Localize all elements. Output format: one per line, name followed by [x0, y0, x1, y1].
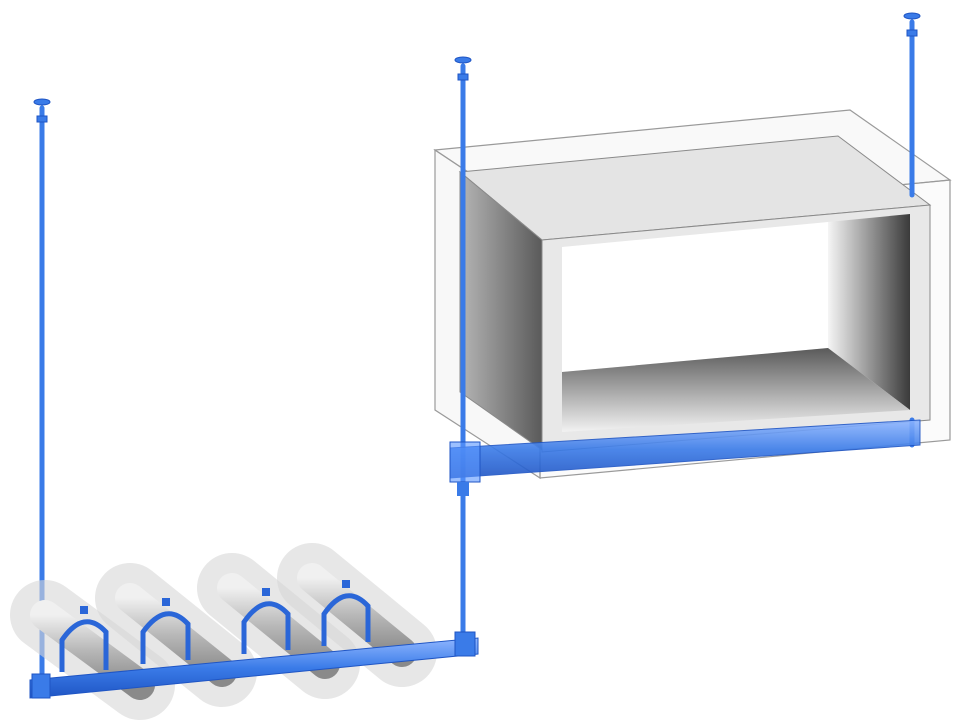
duct-opening — [562, 222, 828, 372]
clamp-icon — [59, 619, 109, 672]
pipe-2 — [95, 563, 257, 707]
lower-strut-channel — [29, 631, 479, 699]
rectangular-duct — [458, 135, 932, 453]
pipe-clamps — [59, 593, 371, 672]
clamp-icon — [241, 601, 291, 654]
anchor-icon — [903, 12, 921, 20]
pipe-3 — [197, 553, 360, 699]
anchor-icon — [33, 98, 51, 106]
upper-strut-channel — [449, 419, 921, 496]
insulated-pipes — [10, 543, 437, 720]
clamp-icon — [140, 611, 191, 664]
clamp-icon — [321, 593, 371, 646]
pipe-4 — [277, 543, 437, 687]
anchor-icon — [454, 56, 472, 64]
rod-anchors — [33, 12, 921, 123]
